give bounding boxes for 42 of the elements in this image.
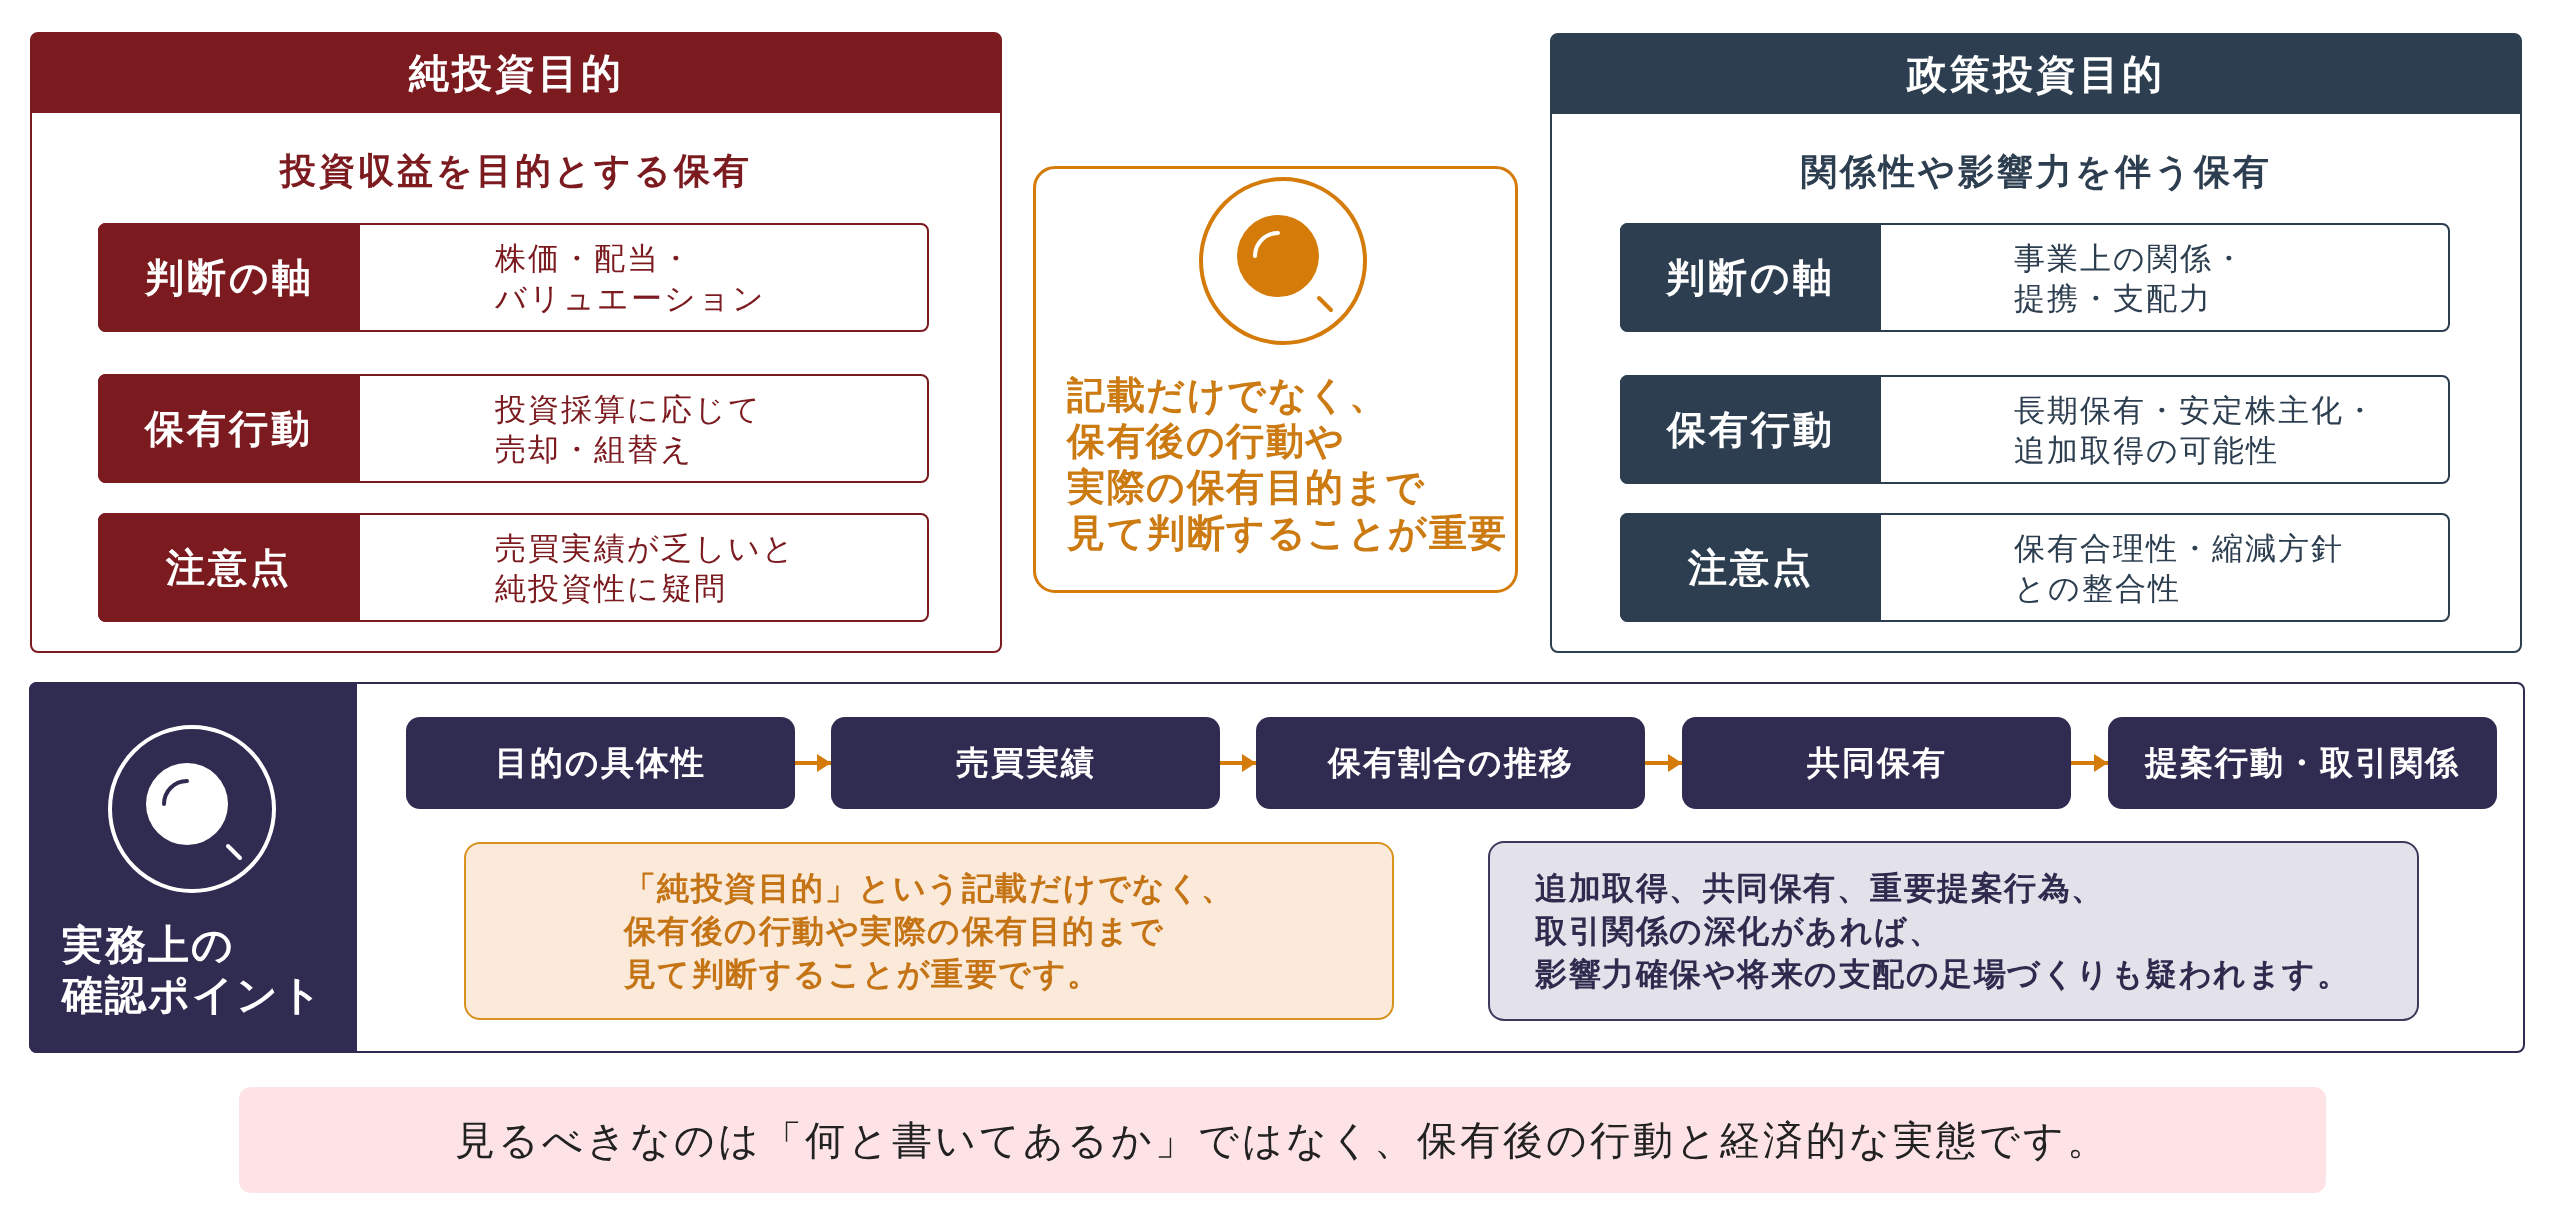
- row-label: 注意点: [1620, 513, 1881, 622]
- checkpoint-panel: [29, 682, 2525, 1053]
- row-label: 判断の軸: [98, 223, 360, 332]
- row-text: 投資採算に応じて売却・組替え: [495, 389, 762, 469]
- arrow: [1220, 754, 1256, 772]
- sidebar-title: 実務上の確認ポイント: [62, 920, 324, 1020]
- note-text: 「純投資目的」という記載だけでなく、保有後の行動や実際の保有目的まで見て判断することが重要です。: [623, 867, 1235, 995]
- step-box: 保有割合の推移: [1256, 717, 1645, 809]
- arrow: [2071, 754, 2108, 772]
- panel-header: 政策投資目的: [1552, 35, 2520, 114]
- panel: [30, 32, 1002, 653]
- panel-subtitle: 関係性や影響力を伴う保有: [1800, 150, 2272, 194]
- step-box: 提案行動・取引関係: [2108, 717, 2497, 809]
- step-box: 売買実績: [831, 717, 1220, 809]
- row-label: 保有行動: [98, 374, 360, 483]
- criteria-row: [98, 374, 929, 483]
- criteria-row: [1620, 223, 2450, 332]
- note-box: [464, 842, 1394, 1020]
- summary-banner: 見るべきなのは「何と書いてあるか」ではなく、保有後の行動と経済的な実態です。: [239, 1087, 2326, 1193]
- callout-box: [1033, 166, 1518, 593]
- criteria-row: [1620, 375, 2450, 484]
- row-label: 判断の軸: [1620, 223, 1881, 332]
- criteria-row: [98, 513, 929, 622]
- row-text: 保有合理性・縮減方針との整合性: [2014, 528, 2344, 608]
- row-text: 株価・配当・バリュエーション: [495, 238, 766, 318]
- criteria-row: [1620, 513, 2450, 622]
- row-text: 売買実績が乏しいと純投資性に疑問: [495, 528, 796, 608]
- row-text: 長期保有・安定株主化・追加取得の可能性: [2014, 390, 2377, 470]
- criteria-row: [98, 223, 929, 332]
- step-box: 目的の具体性: [406, 717, 795, 809]
- panel-subtitle: 投資収益を目的とする保有: [280, 149, 752, 193]
- panel-header: 純投資目的: [32, 34, 1000, 113]
- note-box: [1488, 841, 2419, 1021]
- row-text: 事業上の関係・提携・支配力: [2014, 238, 2246, 318]
- panel: [1550, 33, 2522, 653]
- note-text: 追加取得、共同保有、重要提案行為、取引関係の深化があれば、影響力確保や将来の支配の足場づくりも疑われます。: [1535, 867, 2350, 995]
- row-label: 保有行動: [1620, 375, 1881, 484]
- arrow: [1645, 754, 1682, 772]
- arrow: [795, 754, 831, 772]
- callout-text: 記載だけでなく、保有後の行動や実際の保有目的まで見て判断することが重要: [1067, 372, 1508, 556]
- row-label: 注意点: [98, 513, 360, 622]
- step-box: 共同保有: [1682, 717, 2071, 809]
